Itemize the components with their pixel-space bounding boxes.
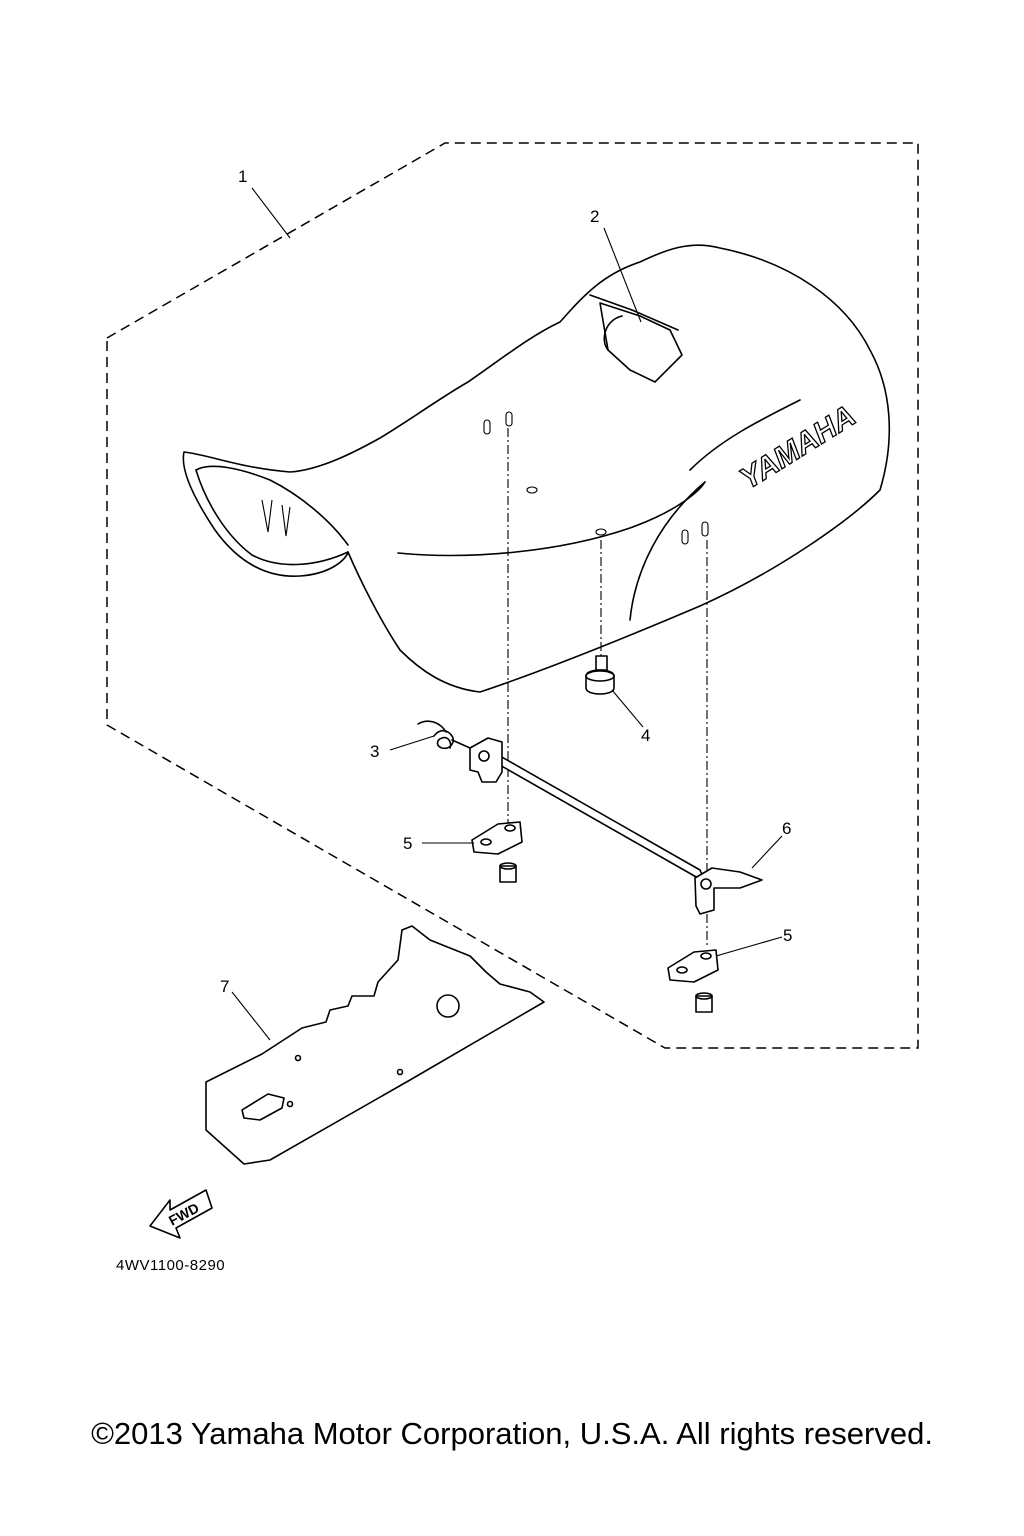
bracket-part-5-left [471,821,523,883]
leader-3 [389,735,435,751]
leader-5b [715,936,783,957]
leader-4 [611,689,644,728]
plate-part-7 [205,925,545,1165]
lock-rod-part-6 [469,737,763,915]
callout-5a: 5 [403,834,412,853]
leader-7 [231,991,271,1041]
callout-6: 6 [782,819,791,838]
spring-part-3 [417,720,471,750]
assembly-boundary [106,142,919,1049]
diagram-code: 4WV1100-8290 [116,1257,225,1274]
copyright-notice: ©2013 Yamaha Motor Corporation, U.S.A. A… [91,1416,933,1451]
damper-part-4 [585,655,615,695]
callout-2: 2 [590,207,599,226]
callout-3: 3 [370,742,379,761]
leader-1 [251,187,291,239]
leader-6 [751,835,783,869]
seat-assembly: YAMAHA [182,244,891,693]
forward-arrow-icon: FWD [149,1189,213,1239]
callout-1: 1 [238,167,247,186]
callout-7: 7 [220,977,229,996]
bracket-part-5-right [667,949,719,1013]
callout-5b: 5 [783,926,792,945]
callout-4: 4 [641,726,650,745]
leader-2 [603,227,642,323]
